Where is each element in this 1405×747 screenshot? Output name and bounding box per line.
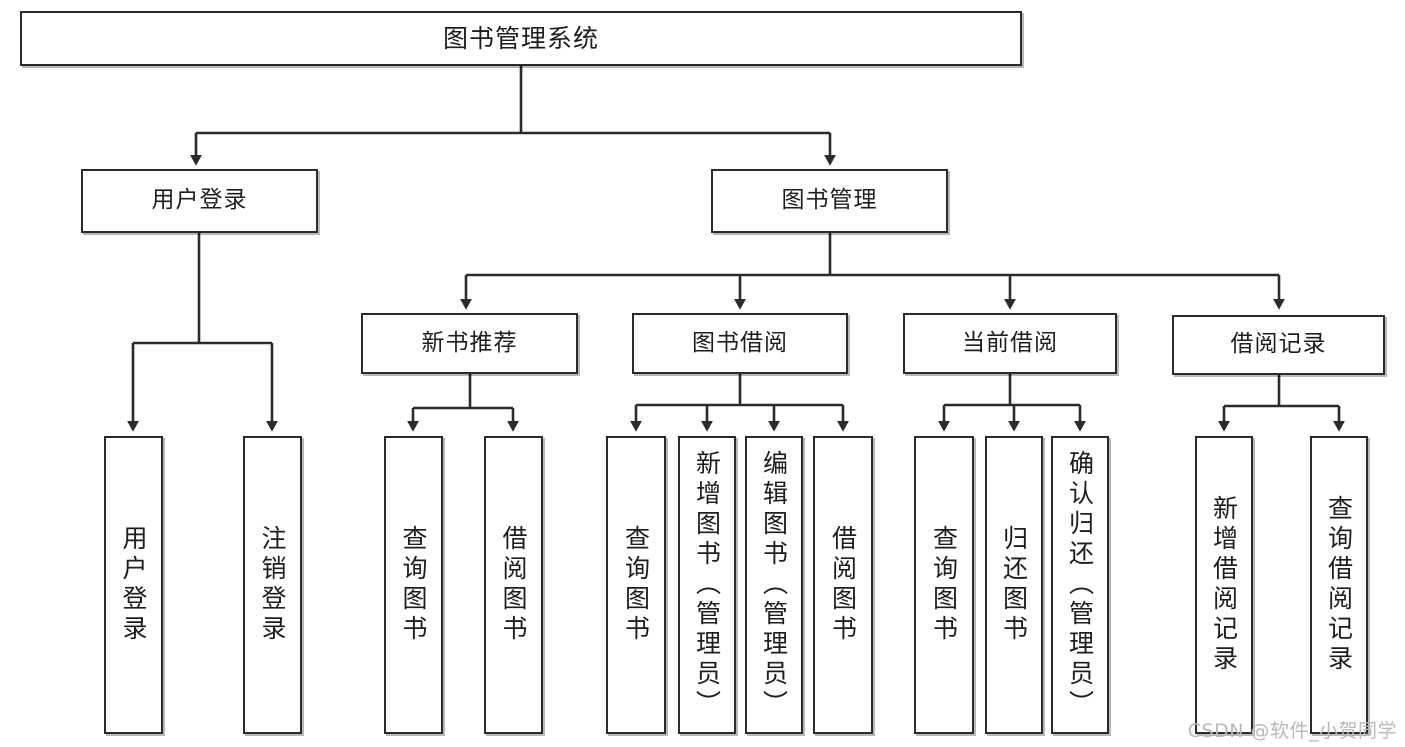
node-new-book-rec-label: 新书推荐: [421, 329, 518, 356]
node-leaf-query-book-borrow-label: 查询图书: [621, 525, 651, 645]
node-leaf-query-book-cur-label: 查询图书: [929, 525, 959, 645]
node-leaf-query-book-rec-label: 查询图书: [399, 525, 428, 645]
node-borrow-record[interactable]: 借阅记录: [1172, 315, 1385, 375]
node-book-manage-label: 图书管理: [781, 187, 878, 214]
node-leaf-query-book-rec[interactable]: 查询图书: [384, 436, 443, 734]
node-leaf-query-book-borrow[interactable]: 查询图书: [606, 436, 666, 734]
node-leaf-return-book-label: 归还图书: [999, 525, 1029, 645]
watermark: CSDN @软件_小贺同学: [1187, 720, 1397, 742]
node-leaf-user-login-label: 用户登录: [119, 525, 148, 645]
node-leaf-confirm-return-admin-label: 确认归还（管理员）: [1065, 450, 1095, 720]
node-book-manage[interactable]: 图书管理: [711, 169, 948, 233]
node-leaf-logout-login[interactable]: 注销登录: [243, 436, 302, 734]
node-leaf-query-borrow-record-label: 查询借阅记录: [1324, 495, 1354, 675]
node-leaf-return-book[interactable]: 归还图书: [985, 436, 1043, 734]
node-current-borrow-label: 当前借阅: [962, 329, 1058, 356]
node-leaf-add-borrow-record-label: 新增借阅记录: [1209, 495, 1239, 675]
node-leaf-borrow-book-rec[interactable]: 借阅图书: [484, 436, 543, 734]
node-leaf-add-book-admin[interactable]: 新增图书（管理员）: [678, 436, 736, 734]
node-leaf-query-book-cur[interactable]: 查询图书: [914, 436, 974, 734]
node-leaf-edit-book-admin-label: 编辑图书（管理员）: [759, 450, 789, 720]
node-leaf-confirm-return-admin[interactable]: 确认归还（管理员）: [1051, 436, 1109, 734]
node-book-borrow-label: 图书借阅: [692, 329, 788, 356]
node-leaf-add-borrow-record[interactable]: 新增借阅记录: [1195, 436, 1253, 734]
node-current-borrow[interactable]: 当前借阅: [903, 313, 1117, 374]
node-leaf-borrow-book-label: 借阅图书: [828, 525, 858, 645]
node-borrow-record-label: 借阅记录: [1230, 331, 1327, 358]
node-leaf-add-book-admin-label: 新增图书（管理员）: [692, 450, 722, 720]
node-leaf-logout-login-label: 注销登录: [258, 525, 287, 645]
node-user-login-label: 用户登录: [151, 187, 248, 214]
node-new-book-rec[interactable]: 新书推荐: [361, 313, 578, 374]
node-root[interactable]: 图书管理系统: [20, 11, 1022, 66]
node-leaf-query-borrow-record[interactable]: 查询借阅记录: [1310, 436, 1368, 734]
node-leaf-edit-book-admin[interactable]: 编辑图书（管理员）: [745, 436, 803, 734]
node-book-borrow[interactable]: 图书借阅: [632, 313, 848, 374]
node-leaf-borrow-book-rec-label: 借阅图书: [499, 525, 528, 645]
node-leaf-borrow-book[interactable]: 借阅图书: [813, 436, 873, 734]
node-leaf-user-login[interactable]: 用户登录: [104, 436, 163, 734]
node-user-login[interactable]: 用户登录: [81, 169, 318, 233]
node-root-label: 图书管理系统: [442, 23, 599, 53]
